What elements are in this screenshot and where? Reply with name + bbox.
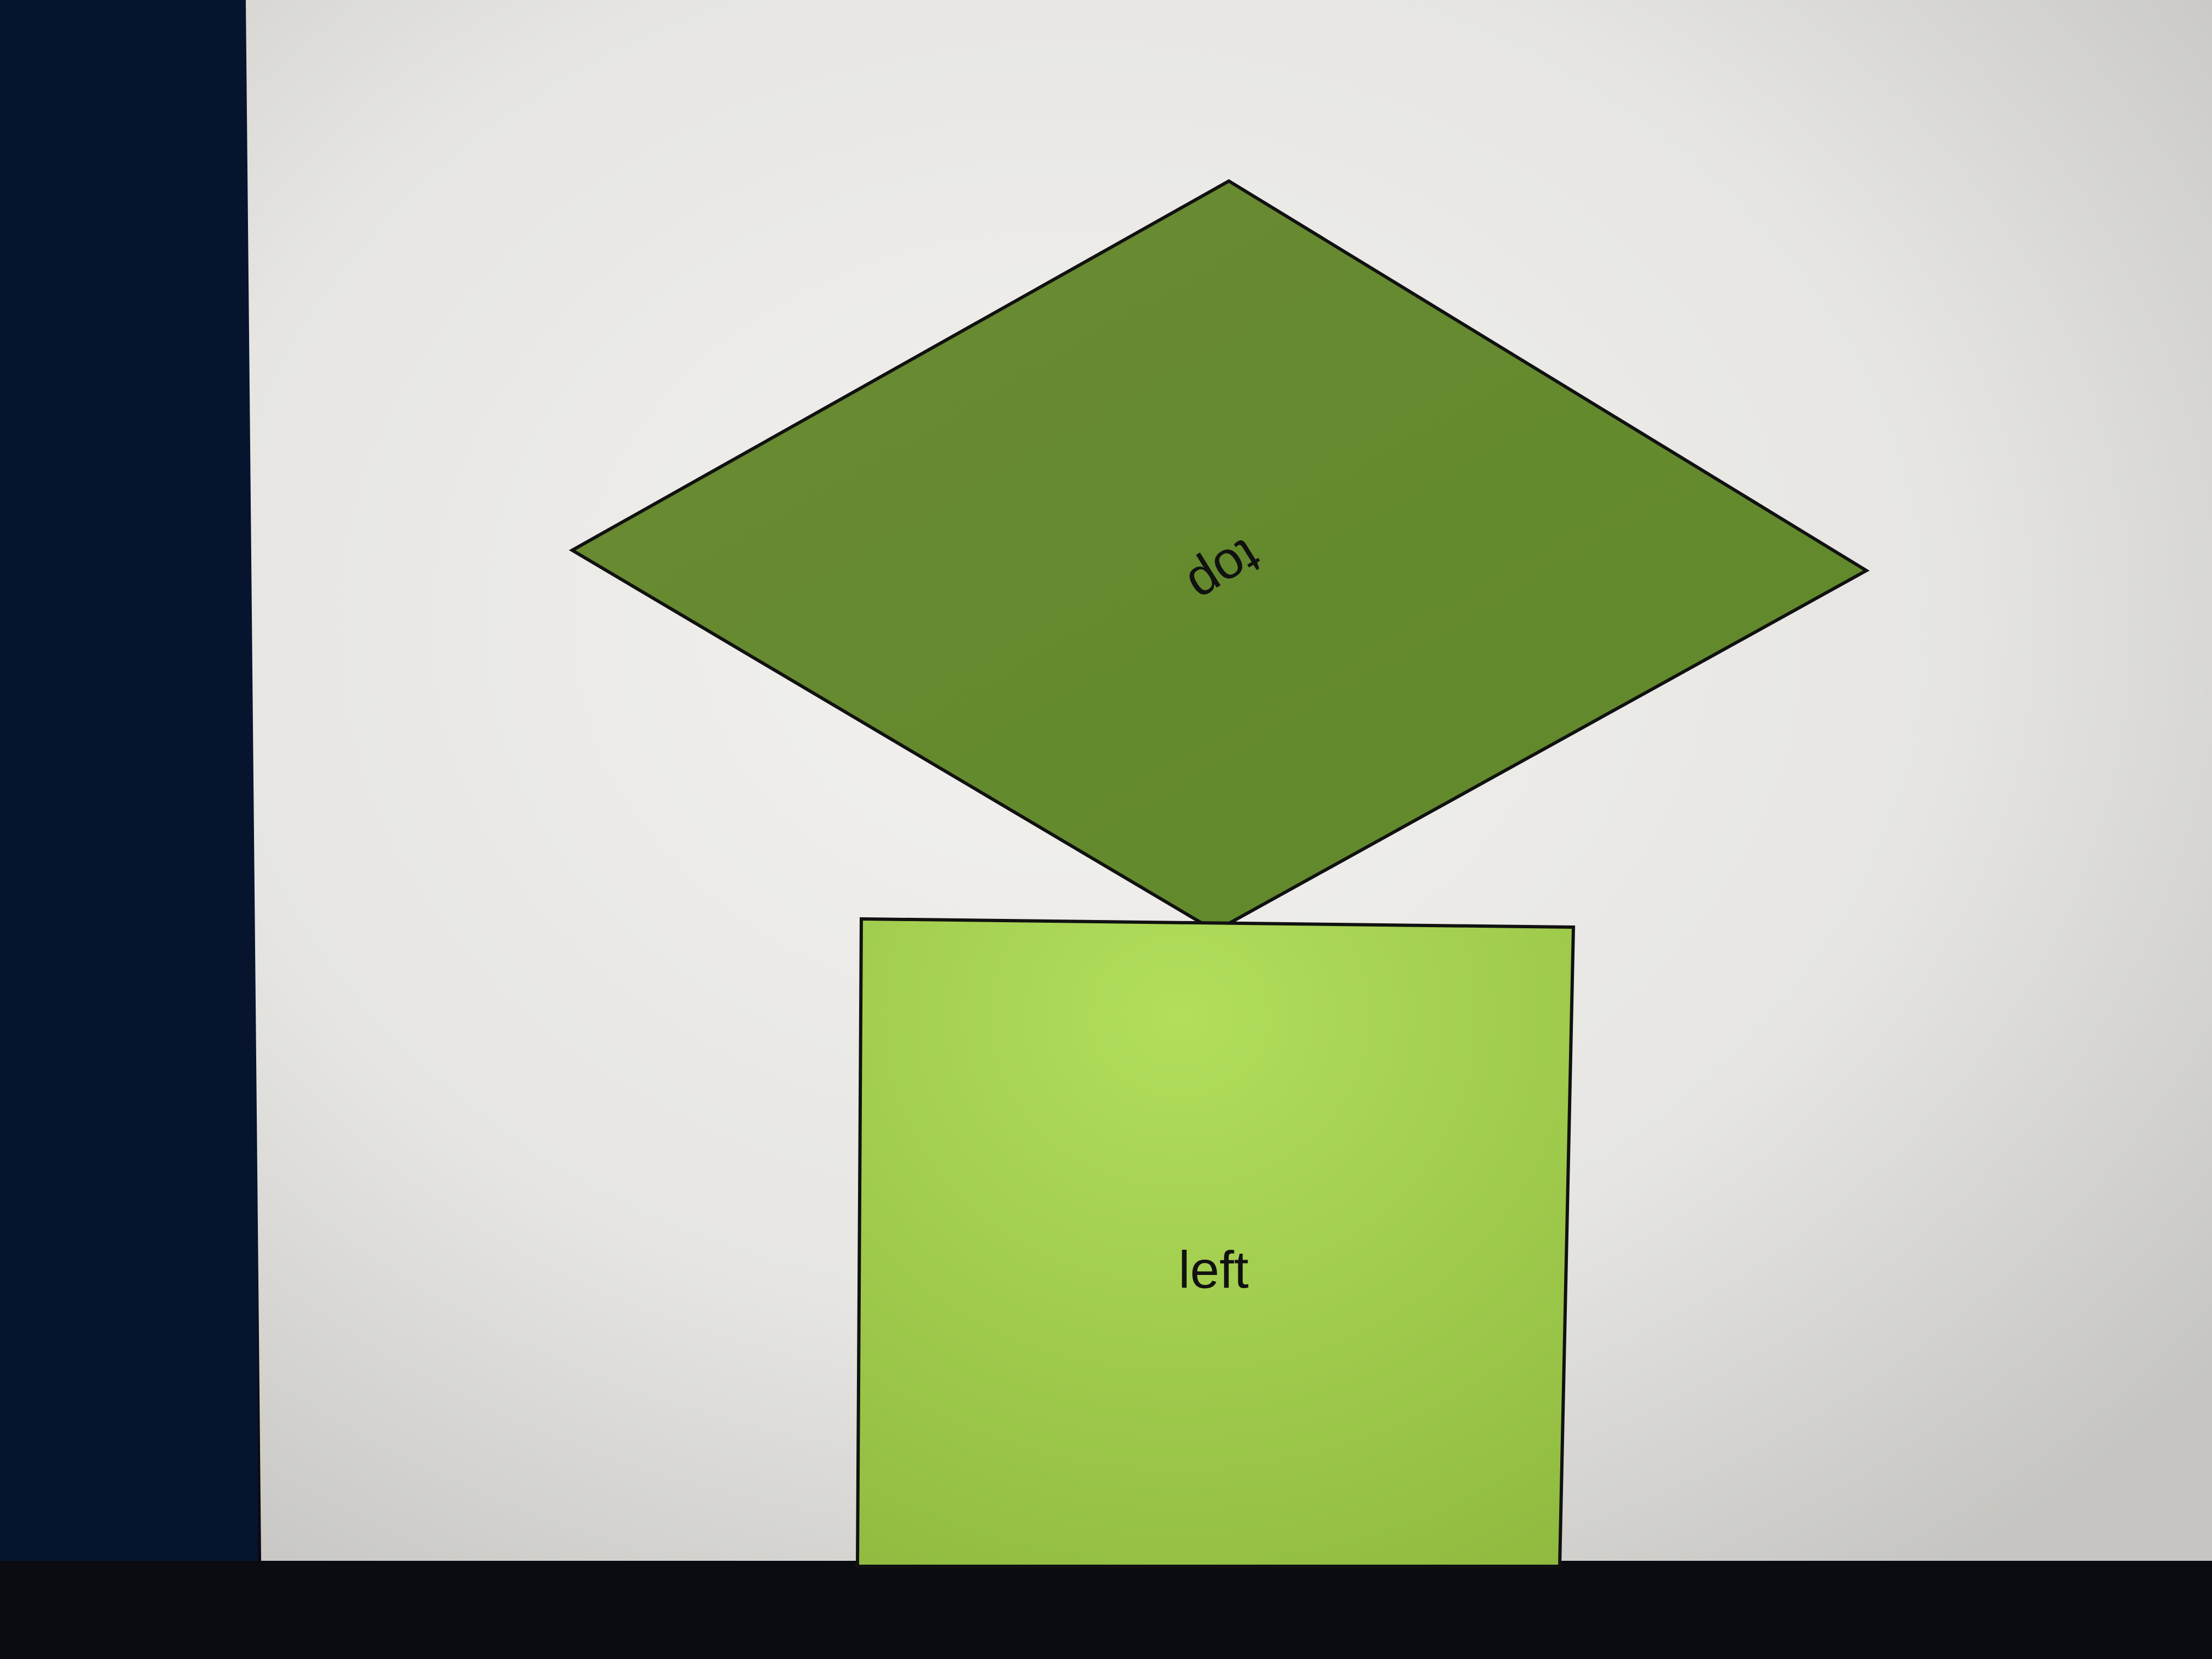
left-face [855,917,1576,1568]
left-bezel [0,0,258,1659]
bottom-bezel [0,1561,2212,1659]
left-face-label: left [1178,1240,1249,1299]
